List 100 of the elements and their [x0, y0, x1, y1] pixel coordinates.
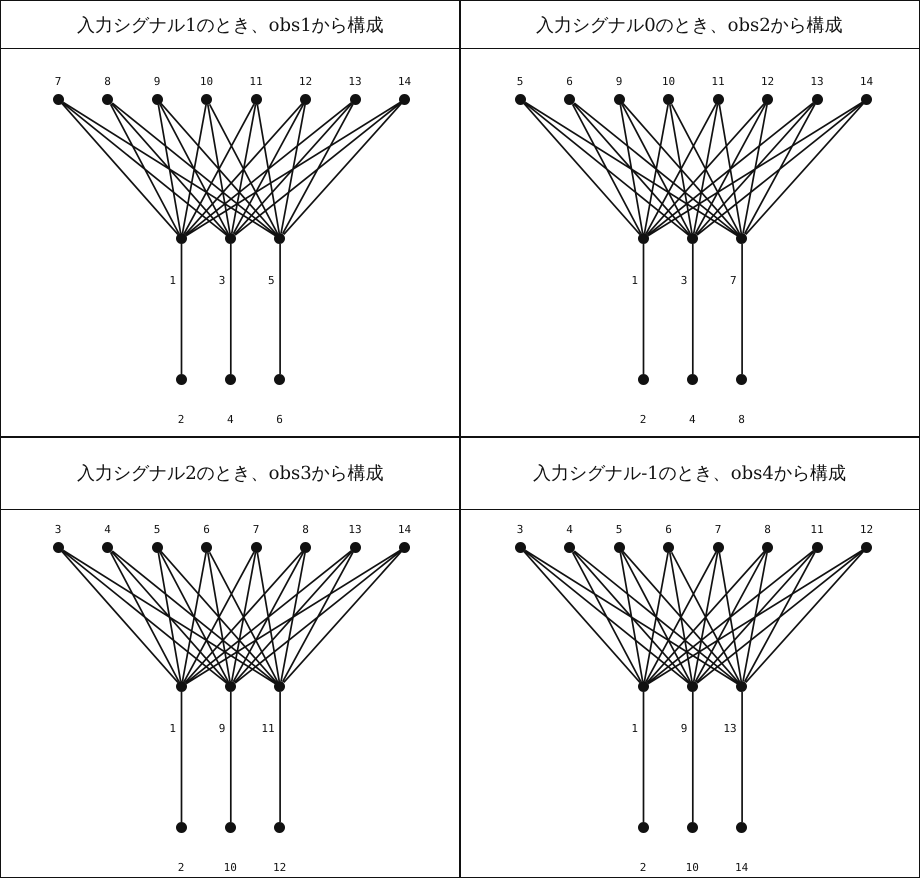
connector-line — [696, 103, 814, 235]
node-number: 4 — [688, 413, 697, 426]
connector-line — [648, 550, 863, 684]
connector-line — [644, 104, 669, 234]
node-number: 14 — [396, 75, 412, 88]
connector-line — [744, 104, 816, 234]
node-number: 5 — [614, 523, 624, 536]
node-dot — [861, 542, 872, 552]
node-dot — [812, 542, 822, 552]
connector-line — [741, 692, 743, 822]
connector-line — [646, 103, 765, 235]
connector-line — [642, 692, 644, 822]
connector-line — [574, 550, 738, 684]
connector-line — [523, 551, 641, 683]
node-number: 2 — [176, 413, 186, 426]
node-dot — [712, 542, 724, 552]
node-number: 13 — [347, 75, 363, 88]
connector-line — [670, 104, 740, 234]
connector-line — [182, 552, 207, 682]
node-number: 9 — [218, 722, 226, 735]
node-number: 2 — [638, 413, 648, 426]
connector-line — [183, 104, 255, 234]
node-number: 6 — [565, 75, 574, 88]
node-number: 2 — [176, 861, 186, 874]
node-dot — [712, 94, 724, 104]
connector-line — [182, 104, 207, 234]
node-number: 8 — [103, 75, 112, 88]
connector-line — [186, 550, 401, 684]
panel-frame — [459, 436, 920, 878]
node-number: 11 — [248, 75, 264, 88]
connector-line — [62, 550, 228, 684]
node-number: 10 — [222, 861, 238, 874]
node-dot — [201, 94, 212, 104]
connector-line — [234, 102, 402, 236]
connector-line — [234, 550, 402, 684]
node-dot — [274, 822, 286, 832]
node-number: 13 — [347, 523, 363, 536]
connector-line — [694, 104, 766, 234]
node-number: 10 — [660, 75, 676, 88]
node-number: 9 — [614, 75, 624, 88]
connector-line — [110, 103, 228, 235]
connector-line — [280, 104, 306, 234]
connector-line — [180, 244, 182, 374]
connector-line — [745, 551, 864, 683]
connector-line — [283, 551, 402, 683]
connector-line — [622, 103, 740, 235]
connector-line — [621, 104, 691, 234]
node-dot — [736, 374, 748, 384]
node-dot — [102, 542, 113, 552]
connector-line — [185, 550, 352, 684]
connector-line — [232, 104, 304, 234]
connector-line — [644, 552, 669, 682]
panel-frame — [459, 0, 920, 438]
connector-line — [62, 102, 228, 236]
node-number: 8 — [763, 523, 772, 536]
connector-line — [648, 102, 863, 236]
connector-line — [621, 552, 691, 682]
node-dot — [614, 94, 624, 104]
node-number: 7 — [252, 523, 260, 536]
connector-line — [110, 104, 180, 234]
node-dot — [399, 542, 410, 552]
connector-line — [741, 244, 743, 374]
node-number: 14 — [858, 75, 874, 88]
node-dot — [176, 374, 186, 384]
connector-line — [622, 551, 740, 683]
connector-line — [572, 103, 690, 235]
connector-line — [283, 103, 402, 235]
connector-line — [256, 552, 280, 682]
node-number: 4 — [226, 413, 235, 426]
node-dot — [564, 94, 575, 104]
node-dot — [152, 542, 162, 552]
node-dot — [686, 822, 698, 832]
connector-line — [524, 102, 690, 236]
node-number: 13 — [723, 722, 737, 735]
connector-line — [620, 104, 644, 234]
node-number: 4 — [103, 523, 112, 536]
connector-line — [232, 552, 304, 682]
connector-line — [692, 104, 718, 234]
node-number: 12 — [858, 523, 874, 536]
node-dot — [224, 374, 236, 384]
connector-line — [184, 551, 303, 683]
connector-line — [524, 102, 738, 236]
connector-line — [159, 104, 229, 234]
connector-line — [158, 104, 182, 234]
connector-line — [669, 552, 693, 682]
connector-line — [110, 552, 180, 682]
node-number: 3 — [54, 523, 62, 536]
node-number: 8 — [301, 523, 310, 536]
panel-title: 入力シグナル2のとき、obs3から構成 — [77, 462, 384, 485]
node-number: 1 — [169, 722, 176, 735]
connector-line — [62, 550, 276, 684]
node-number: 5 — [268, 274, 275, 287]
node-number: 3 — [516, 523, 524, 536]
connector-line — [524, 550, 738, 684]
node-number: 5 — [516, 75, 524, 88]
connector-line — [572, 552, 642, 682]
connector-line — [230, 244, 232, 374]
node-dot — [736, 822, 748, 832]
node-number: 7 — [730, 274, 737, 287]
node-number: 8 — [737, 413, 746, 426]
